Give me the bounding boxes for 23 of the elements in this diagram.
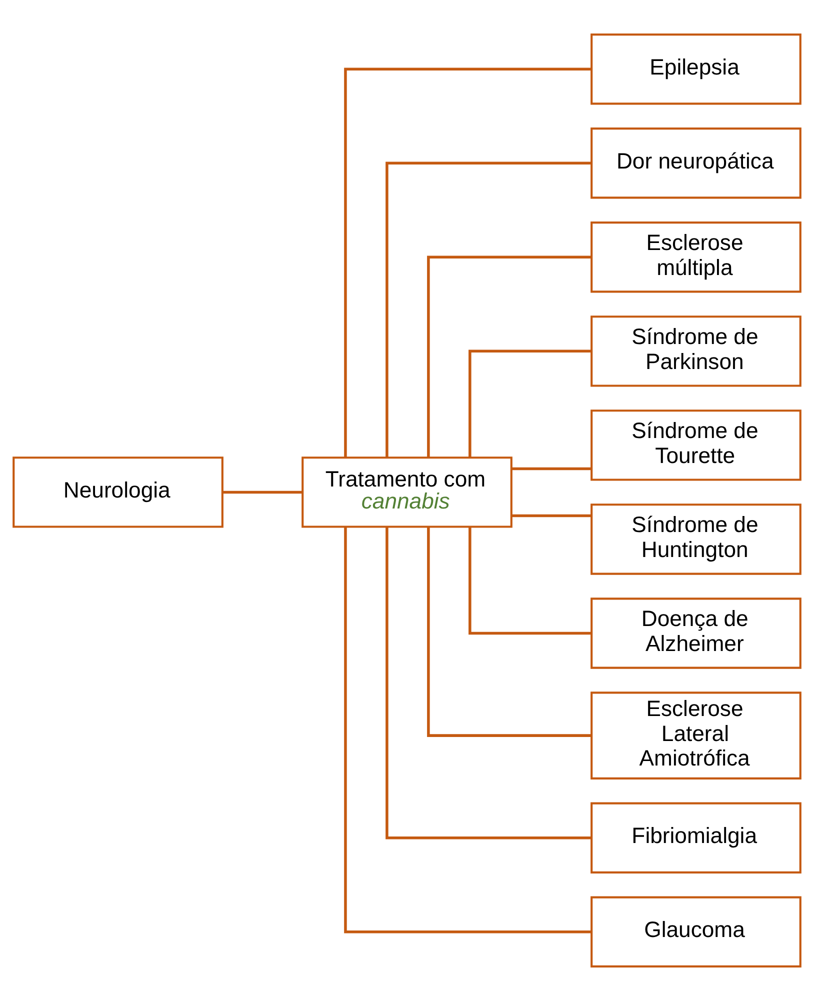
connector <box>468 349 592 457</box>
connector <box>468 526 592 634</box>
connector <box>512 466 592 470</box>
node-box: Síndrome de Parkinson <box>590 315 802 386</box>
connector <box>344 526 592 933</box>
node-box: Doença de Alzheimer <box>590 597 802 668</box>
connector <box>386 526 592 839</box>
node-box: Epilepsia <box>590 33 802 104</box>
connector <box>427 526 592 736</box>
node-box: Tratamento com cannabis <box>302 456 512 528</box>
connector <box>512 514 592 517</box>
connector <box>344 67 592 458</box>
node-box: Esclerose Lateral Amiotrófica <box>590 691 802 779</box>
connector <box>386 161 592 458</box>
node-box: Glaucoma <box>590 896 802 967</box>
connector <box>427 255 592 458</box>
node-box: Síndrome de Huntington <box>590 503 802 574</box>
connector <box>222 490 302 494</box>
node-box: Síndrome de Tourette <box>590 409 802 480</box>
node-box: Dor neuropática <box>590 127 802 198</box>
node-box: Fibriomialgia <box>590 802 802 873</box>
node-box: Esclerose múltipla <box>590 221 802 292</box>
node-box: Neurologia <box>12 456 224 528</box>
